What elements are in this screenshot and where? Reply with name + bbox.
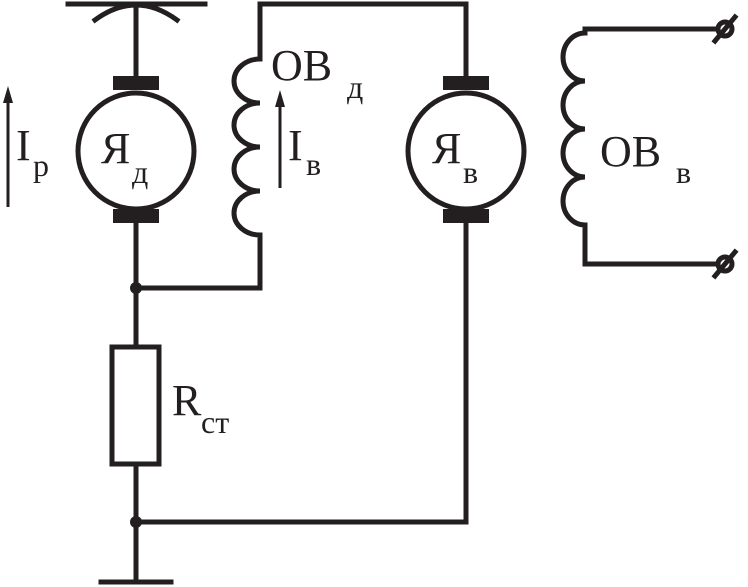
generator-field-winding xyxy=(560,26,723,267)
generator-armature-label: Я xyxy=(432,124,461,173)
resistor xyxy=(109,344,162,467)
armature-current-arrow xyxy=(3,86,13,207)
motor-armature-label: Я xyxy=(101,124,130,173)
wire-generator-return xyxy=(133,220,469,525)
junction-node-lower xyxy=(130,516,142,528)
field-current-subscript: в xyxy=(306,146,321,182)
resistor-label: R xyxy=(172,376,202,425)
field-current-label: I xyxy=(288,121,303,170)
terminal-bottom xyxy=(711,248,739,280)
motor-field-subscript: д xyxy=(347,69,363,105)
generator-armature-subscript: в xyxy=(463,154,478,190)
mechanical-coupling xyxy=(65,1,208,81)
terminal-top xyxy=(711,13,739,45)
armature-current-subscript: р xyxy=(33,147,49,183)
motor-armature-subscript: д xyxy=(132,154,148,190)
generator-field-subscript: в xyxy=(676,154,691,190)
junction-node-upper xyxy=(130,282,142,294)
resistor-subscript: ст xyxy=(201,404,229,440)
generator-armature xyxy=(405,76,527,223)
motor-armature xyxy=(75,76,197,223)
field-current-arrow xyxy=(275,90,285,188)
armature-current-label: I xyxy=(16,121,31,170)
motor-field-winding xyxy=(231,1,469,291)
generator-field-label: ОВ xyxy=(600,127,661,176)
motor-field-label: ОВ xyxy=(271,41,332,90)
